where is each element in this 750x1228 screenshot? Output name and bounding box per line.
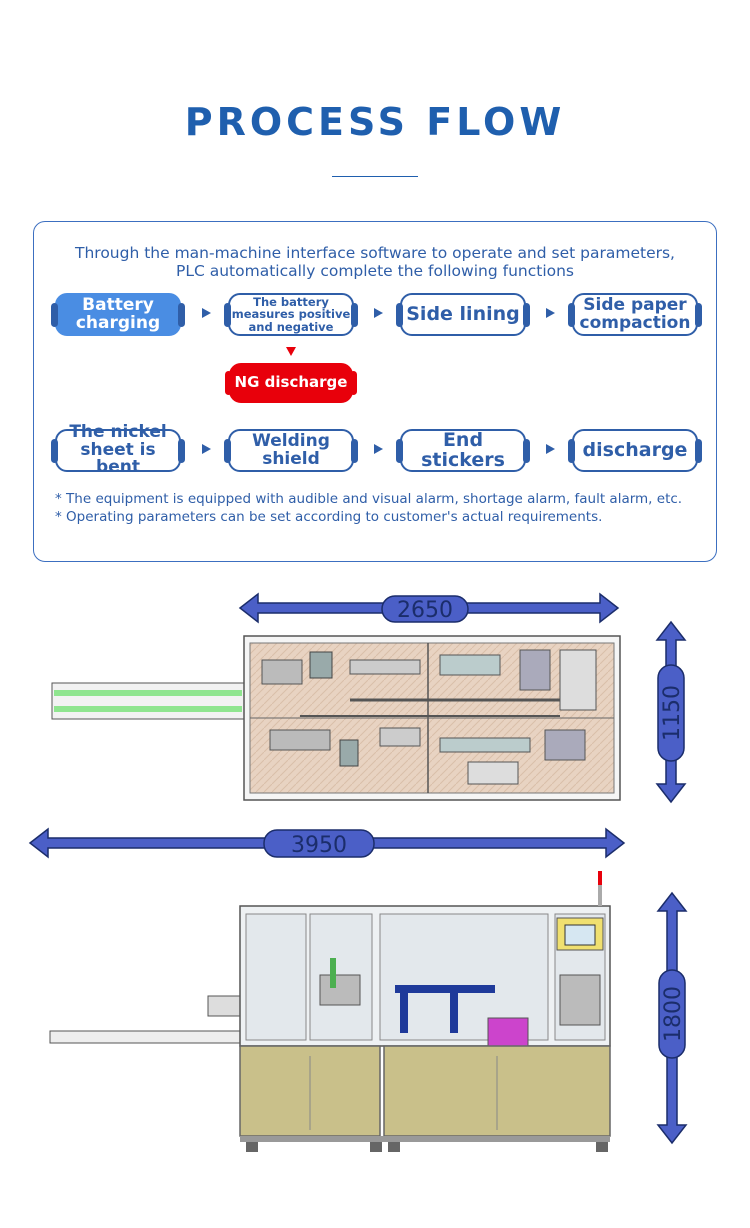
step-battery-charging: Battery charging xyxy=(51,293,185,336)
dimension-label: 1800 xyxy=(661,986,686,1042)
step-label: discharge xyxy=(582,438,688,461)
step-label: Side paper xyxy=(583,294,687,315)
dimension-label: 3950 xyxy=(291,833,347,858)
machine-drawing: 2650 1150 3950 xyxy=(28,592,688,1152)
intro-text: Through the man-machine interface softwa… xyxy=(33,244,717,280)
step-label: Welding xyxy=(252,430,330,451)
step-label: The nickel xyxy=(69,421,167,442)
step-label: measures positive xyxy=(231,307,351,322)
dimension-length-3950: 3950 xyxy=(28,827,626,859)
step-label: End xyxy=(442,428,484,451)
dimension-depth-1150: 1150 xyxy=(655,620,687,804)
flow-arrow-icon xyxy=(202,308,211,318)
machine-side-view xyxy=(49,871,611,1152)
dimension-label: 1150 xyxy=(660,685,685,741)
step-measure-polarity: The battery measures positive and negati… xyxy=(224,293,358,336)
machine-top-view xyxy=(51,635,621,801)
flow-arrow-icon xyxy=(546,308,555,318)
step-side-lining: Side lining xyxy=(396,293,530,336)
flow-arrow-icon xyxy=(546,444,555,454)
dimension-width-2650: 2650 xyxy=(238,592,620,624)
step-nickel-sheet-bent: The nickel sheet is bent xyxy=(51,423,185,476)
page-title: PROCESS FLOW xyxy=(184,100,566,144)
flow-arrow-icon xyxy=(374,444,383,454)
flow-arrow-icon xyxy=(374,308,383,318)
intro-line-1: Through the man-machine interface softwa… xyxy=(75,244,675,262)
step-label: sheet is bent xyxy=(80,439,156,478)
step-label: Battery xyxy=(82,294,154,315)
reject-arrow-icon xyxy=(286,347,296,356)
step-label: stickers xyxy=(421,448,505,471)
step-side-paper-compaction: Side paper compaction xyxy=(568,293,702,336)
step-end-stickers: End stickers xyxy=(396,428,530,472)
step-label: compaction xyxy=(579,312,691,333)
step-label: Side lining xyxy=(406,302,520,325)
notes: * The equipment is equipped with audible… xyxy=(55,490,682,526)
step-ng-discharge: NG discharge xyxy=(225,363,357,403)
step-label: The battery xyxy=(253,295,329,310)
note-line: * Operating parameters can be set accord… xyxy=(55,509,603,525)
flow-arrow-icon xyxy=(202,444,211,454)
title-divider xyxy=(332,176,418,177)
intro-line-2: PLC automatically complete the following… xyxy=(175,262,575,280)
step-welding-shield: Welding shield xyxy=(224,429,358,472)
step-discharge: discharge xyxy=(568,429,702,472)
note-line: * The equipment is equipped with audible… xyxy=(55,491,683,507)
process-panel xyxy=(33,221,717,562)
dimension-label: 2650 xyxy=(397,598,453,623)
step-label: shield xyxy=(262,448,320,469)
step-label: NG discharge xyxy=(234,373,348,392)
step-label: charging xyxy=(75,312,161,333)
dimension-height-1800: 1800 xyxy=(656,891,688,1145)
step-label: and negative xyxy=(248,319,334,334)
